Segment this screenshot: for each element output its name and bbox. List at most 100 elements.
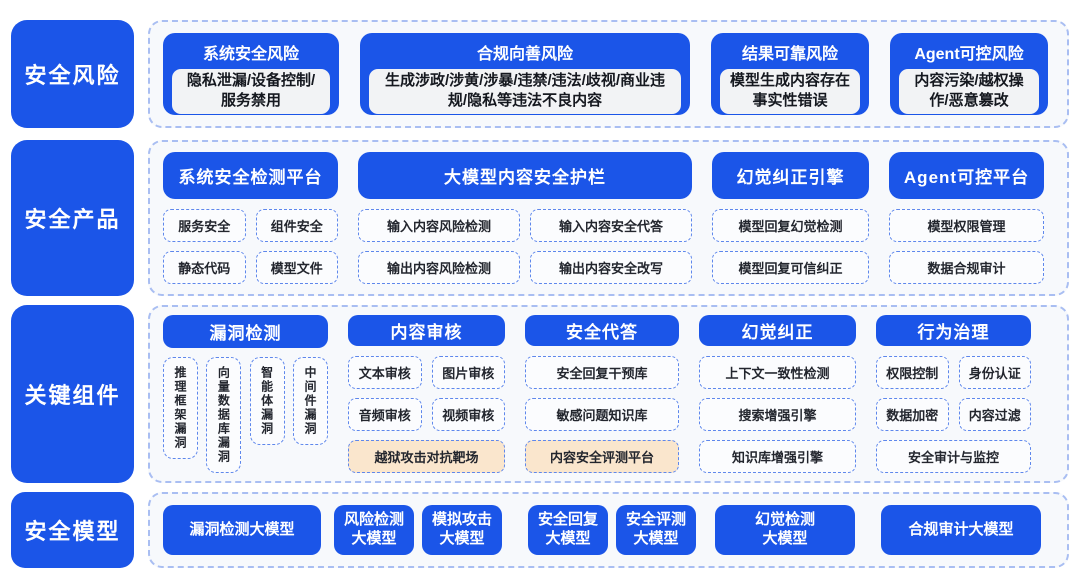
component-content-review: 内容审核 文本审核 图片审核 音频审核 视频审核 越狱攻击对抗靶场 [348,315,505,473]
component-vuln-detection: 漏洞检测 推理框架漏洞 向量数据库漏洞 智能体漏洞 中间件漏洞 [163,315,328,473]
component-item-vertical: 中间件漏洞 [292,357,328,445]
product-item: 模型权限管理 [889,209,1044,242]
risk-card-agent: Agent可控风险 内容污染/越权操作/恶意篡改 [890,33,1048,115]
risk-card-desc: 模型生成内容存在事实性错误 [720,69,860,114]
product-item: 服务安全 [163,209,246,242]
risk-card-title: 结果可靠风险 [741,46,838,63]
model-card-line: 风险检测 [343,511,404,529]
row-label-security-products: 安全产品 [11,140,134,296]
product-item: 输入内容风险检测 [358,209,520,242]
model-card-line: 幻觉检测 [754,511,815,529]
product-item: 输入内容安全代答 [530,209,692,242]
model-risk-detection: 风险检测 大模型 [334,505,414,555]
model-card-line: 漏洞检测大模型 [189,520,295,538]
component-item: 文本审核 [348,356,422,389]
risk-card-desc: 隐私泄漏/设备控制/服务禁用 [172,69,330,114]
component-item: 视频审核 [431,398,505,431]
group-header: 漏洞检测 [163,315,328,348]
component-behavior-governance: 行为治理 权限控制 身份认证 数据加密 内容过滤 安全审计与监控 [876,315,1031,473]
group-header: 安全代答 [525,315,679,346]
model-card-line: 大模型 [545,530,591,547]
risks-panel: 系统安全风险 隐私泄漏/设备控制/服务禁用 合规向善风险 生成涉政/涉黄/涉暴/… [148,20,1069,128]
model-card-line: 大模型 [439,530,485,547]
model-safety-evaluation: 安全评测 大模型 [616,505,696,555]
model-card-line: 大模型 [762,530,808,547]
group-header: 大模型内容安全护栏 [358,152,692,199]
risk-card-system: 系统安全风险 隐私泄漏/设备控制/服务禁用 [163,33,339,115]
group-items: 服务安全 组件安全 静态代码 模型文件 [163,209,338,284]
product-item: 模型文件 [255,251,338,284]
products-panel: 系统安全检测平台 服务安全 组件安全 静态代码 模型文件 大模型内容安全护栏 输… [148,140,1069,296]
component-item-highlight: 越狱攻击对抗靶场 [348,440,505,473]
component-item: 搜索增强引擎 [699,398,856,431]
component-hallucination-correction: 幻觉纠正 上下文一致性检测 搜索增强引擎 知识库增强引擎 [699,315,856,473]
risk-card-compliance: 合规向善风险 生成涉政/涉黄/涉暴/违禁/违法/歧视/商业违规/隐私等违法不良内… [360,33,690,115]
product-item: 模型回复幻觉检测 [712,209,869,242]
group-items: 文本审核 图片审核 音频审核 视频审核 越狱攻击对抗靶场 [348,356,505,473]
component-item-vertical: 智能体漏洞 [249,357,285,445]
product-item: 数据合规审计 [889,251,1044,284]
component-item: 音频审核 [348,398,422,431]
group-header: 内容审核 [348,315,505,346]
row-security-products: 安全产品 系统安全检测平台 服务安全 组件安全 静态代码 模型文件 大模型内容安… [11,140,1069,296]
components-panel: 漏洞检测 推理框架漏洞 向量数据库漏洞 智能体漏洞 中间件漏洞 内容审核 文本审… [148,305,1069,483]
group-items: 模型回复幻觉检测 模型回复可信纠正 [712,209,869,284]
model-safe-reply: 安全回复 大模型 [528,505,608,555]
row-label-security-risks: 安全风险 [11,20,134,128]
risk-card-title: Agent可控风险 [914,46,1024,63]
component-item: 上下文一致性检测 [699,356,856,389]
row-security-risks: 安全风险 系统安全风险 隐私泄漏/设备控制/服务禁用 合规向善风险 生成涉政/涉… [11,20,1069,128]
component-item: 安全审计与监控 [876,440,1031,473]
component-safe-response: 安全代答 安全回复干预库 敏感问题知识库 内容安全评测平台 [525,315,679,473]
model-card-line: 模拟攻击 [431,511,492,529]
product-hallucination-engine: 幻觉纠正引擎 模型回复幻觉检测 模型回复可信纠正 [712,152,869,284]
model-card-line: 安全评测 [625,511,686,529]
group-items: 输入内容风险检测 输入内容安全代答 输出内容风险检测 输出内容安全改写 [358,209,692,284]
risk-card-desc: 生成涉政/涉黄/涉暴/违禁/违法/歧视/商业违规/隐私等违法不良内容 [369,69,681,114]
risk-card-title: 合规向善风险 [476,46,573,63]
component-item: 图片审核 [431,356,505,389]
product-item: 静态代码 [163,251,246,284]
risk-card-reliability: 结果可靠风险 模型生成内容存在事实性错误 [711,33,869,115]
row-security-models: 安全模型 漏洞检测大模型 风险检测 大模型 模拟攻击 大模型 安全回复 大模型 … [11,492,1069,568]
group-header: 幻觉纠正引擎 [712,152,869,199]
product-item: 模型回复可信纠正 [712,251,869,284]
component-item: 敏感问题知识库 [525,398,679,431]
group-header: Agent可控平台 [889,152,1044,199]
model-card-line: 安全回复 [537,511,598,529]
models-panel: 漏洞检测大模型 风险检测 大模型 模拟攻击 大模型 安全回复 大模型 安全评测 … [148,492,1069,568]
row-label-key-components: 关键组件 [11,305,134,483]
group-items: 推理框架漏洞 向量数据库漏洞 智能体漏洞 中间件漏洞 [163,357,328,473]
component-item: 安全回复干预库 [525,356,679,389]
model-hallucination-detection: 幻觉检测 大模型 [715,505,855,555]
group-items: 安全回复干预库 敏感问题知识库 内容安全评测平台 [525,356,679,473]
row-key-components: 关键组件 漏洞检测 推理框架漏洞 向量数据库漏洞 智能体漏洞 中间件漏洞 内容审… [11,305,1069,483]
row-label-security-models: 安全模型 [11,492,134,568]
model-card-line: 大模型 [633,530,679,547]
group-items: 权限控制 身份认证 数据加密 内容过滤 安全审计与监控 [876,356,1031,473]
risk-card-title: 系统安全风险 [202,46,299,63]
component-item: 知识库增强引擎 [699,440,856,473]
component-item-highlight: 内容安全评测平台 [525,440,679,473]
model-attack-simulation: 模拟攻击 大模型 [422,505,502,555]
group-items: 上下文一致性检测 搜索增强引擎 知识库增强引擎 [699,356,856,473]
component-item-vertical: 推理框架漏洞 [163,357,198,459]
model-card-line: 大模型 [351,530,397,547]
product-item: 输出内容风险检测 [358,251,520,284]
risk-card-desc: 内容污染/越权操作/恶意篡改 [899,69,1039,114]
component-item: 权限控制 [876,356,949,389]
product-content-guardrail: 大模型内容安全护栏 输入内容风险检测 输入内容安全代答 输出内容风险检测 输出内… [358,152,692,284]
group-header: 系统安全检测平台 [163,152,338,199]
component-item: 身份认证 [958,356,1031,389]
product-item: 输出内容安全改写 [530,251,692,284]
model-compliance-audit: 合规审计大模型 [881,505,1041,555]
model-vuln-detection: 漏洞检测大模型 [163,505,321,555]
group-items: 模型权限管理 数据合规审计 [889,209,1044,284]
model-card-line: 合规审计大模型 [908,520,1014,538]
component-item-vertical: 向量数据库漏洞 [206,357,242,473]
component-item: 内容过滤 [958,398,1031,431]
product-agent-platform: Agent可控平台 模型权限管理 数据合规审计 [889,152,1044,284]
component-item: 数据加密 [876,398,949,431]
group-header: 幻觉纠正 [699,315,856,346]
group-header: 行为治理 [876,315,1031,346]
